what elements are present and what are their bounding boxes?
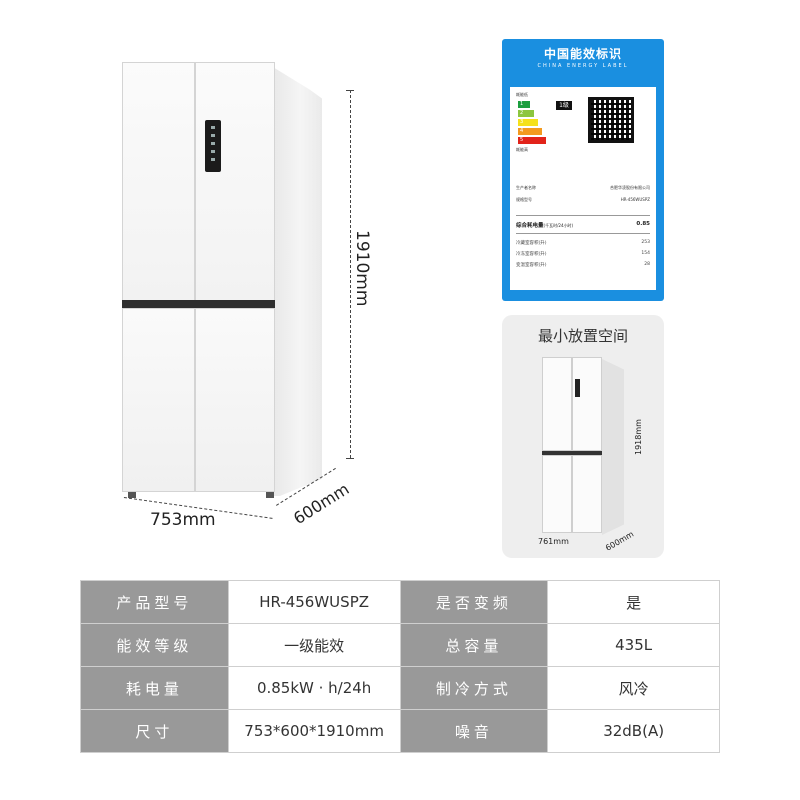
fridge-foot [266, 492, 274, 498]
volume-value: 154 [641, 251, 650, 256]
fridge-upper-left-door [122, 62, 195, 302]
volume-label: 冷冻室容积(升) [516, 252, 547, 257]
min-space-width-label: 761mm [538, 537, 569, 546]
spec-value: 0.85kW · h/24h [227, 666, 401, 710]
energy-label-standard: 依据国家标准: GB 12021.2-2015 [548, 285, 618, 290]
spec-value: 753*600*1910mm [227, 709, 401, 753]
height-dimension-cap [346, 458, 354, 459]
fridge-lower-right-door [195, 308, 275, 492]
manufacturer-value: 合肥华凌股份有限公司 [610, 185, 650, 190]
spec-value: 一级能效 [227, 623, 401, 667]
fridge-foot [128, 492, 136, 498]
mini-fridge-display [575, 379, 580, 397]
mini-fridge-strip [542, 451, 602, 455]
fridge-middle-strip [122, 300, 275, 308]
model-label: 规格型号 [516, 197, 532, 202]
qr-code-icon [588, 97, 634, 143]
spec-row: 产品型号 HR-456WUSPZ 是否变频 是 [80, 580, 720, 624]
grade-bar: 2 [518, 110, 534, 117]
volume-row: 冷冻室容积(升) 154 [516, 251, 650, 257]
spec-value: 风冷 [547, 666, 720, 710]
spec-table: 产品型号 HR-456WUSPZ 是否变频 是 能效等级 一级能效 总容量 43… [80, 580, 720, 753]
mini-fridge-door [542, 455, 572, 533]
energy-consumption-unit: (千瓦时/24小时) [543, 223, 574, 228]
min-space-title: 最小放置空间 [537, 327, 628, 345]
min-space-height-label: 1918mm [634, 419, 643, 455]
height-dimension-line [350, 90, 351, 458]
spec-key: 能效等级 [80, 623, 229, 667]
grade-bar: 3 [518, 119, 538, 126]
grade-indicator-arrow: 1级 [556, 101, 572, 110]
grade-bar: 5 [518, 137, 546, 144]
fridge-upper-right-door [195, 62, 275, 302]
model-row: 规格型号 HR-456WUSPZ [516, 197, 650, 203]
energy-consumption-row: 综合耗电量(千瓦时/24小时) 0.85 [516, 221, 650, 229]
height-dimension-label: 1910mm [352, 230, 372, 307]
energy-label-subtitle: CHINA ENERGY LABEL [537, 63, 629, 69]
volume-value: 253 [641, 240, 650, 245]
spec-key: 是否变频 [399, 580, 549, 624]
spec-key: 制冷方式 [399, 666, 549, 710]
spec-value: HR-456WUSPZ [227, 580, 401, 624]
china-energy-label: 中国能效标识 CHINA ENERGY LABEL 耗能低 1 2 3 4 5 … [502, 39, 664, 301]
width-dimension-label: 753mm [150, 510, 216, 530]
spec-value: 435L [547, 623, 720, 667]
energy-label-body: 耗能低 1 2 3 4 5 耗能高 1级 生产者名称 合肥华凌股份有限公司 规格… [510, 87, 656, 290]
mini-fridge-side [602, 359, 624, 535]
spec-row: 尺寸 753*600*1910mm 噪音 32dB(A) [80, 709, 720, 753]
spec-row: 耗电量 0.85kW · h/24h 制冷方式 风冷 [80, 666, 720, 710]
energy-consumption-value: 0.85 [636, 221, 650, 227]
spec-key: 噪音 [399, 709, 549, 753]
spec-key: 总容量 [399, 623, 549, 667]
spec-key: 尺寸 [80, 709, 229, 753]
energy-label-separator [516, 215, 650, 216]
energy-label-title: 中国能效标识 [543, 47, 622, 61]
fridge-lower-left-door [122, 308, 195, 492]
energy-label-separator [516, 233, 650, 234]
fridge-control-display [205, 120, 221, 172]
low-consumption-text: 耗能低 [516, 92, 528, 97]
spec-value: 32dB(A) [547, 709, 720, 753]
mini-fridge-door [572, 455, 602, 533]
volume-label: 变温室容积(升) [516, 263, 547, 268]
spec-key: 产品型号 [80, 580, 229, 624]
height-dimension-cap [346, 90, 354, 91]
high-consumption-text: 耗能高 [516, 147, 528, 152]
energy-grade-bars: 1 2 3 4 5 [518, 101, 546, 146]
mini-fridge-door [542, 357, 572, 451]
spec-key: 耗电量 [80, 666, 229, 710]
grade-bar: 4 [518, 128, 542, 135]
spec-row: 能效等级 一级能效 总容量 435L [80, 623, 720, 667]
grade-bar: 1 [518, 101, 530, 108]
spec-value: 是 [547, 580, 720, 624]
main-fridge-illustration: 1910mm 753mm 600mm [0, 0, 480, 560]
model-value: HR-456WUSPZ [620, 197, 650, 202]
volume-label: 冷藏室容积(升) [516, 241, 547, 246]
energy-label-header: 中国能效标识 CHINA ENERGY LABEL [502, 45, 664, 69]
volume-value: 28 [644, 262, 650, 267]
manufacturer-row: 生产者名称 合肥华凌股份有限公司 [516, 185, 650, 191]
mini-fridge-door [572, 357, 602, 451]
energy-consumption-label: 综合耗电量 [516, 223, 544, 229]
volume-row: 冷藏室容积(升) 253 [516, 240, 650, 246]
fridge-side-panel [268, 64, 322, 496]
manufacturer-label: 生产者名称 [516, 185, 536, 190]
min-space-card: 最小放置空间 1918mm 761mm 600mm [502, 315, 664, 558]
volume-row: 变温室容积(升) 28 [516, 262, 650, 268]
min-space-depth-label: 600mm [604, 529, 636, 553]
